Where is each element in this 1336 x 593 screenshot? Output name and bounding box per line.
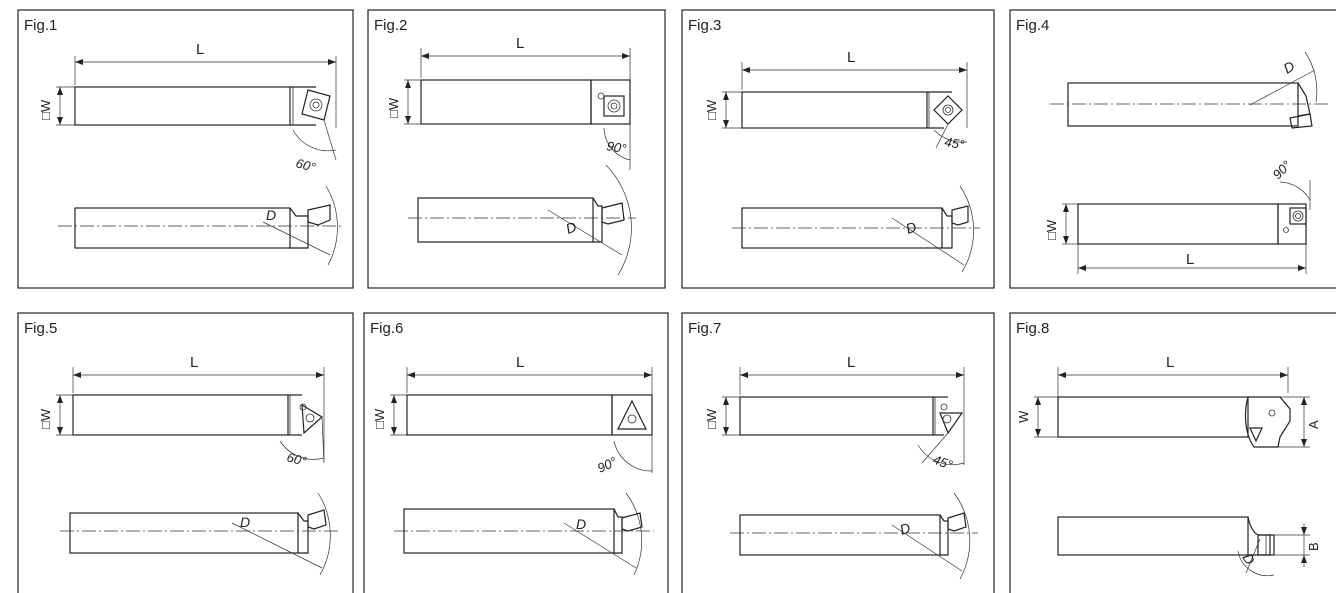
insert-square (603, 95, 625, 117)
width-symbol: □W (386, 97, 401, 118)
fig-7-panel: Fig.7 L □W 45° D (681, 312, 995, 593)
fig-label: Fig.4 (1016, 17, 1049, 34)
fig-1-panel: Fig.1 L □W 60° D (17, 9, 354, 289)
shank-body (1057, 396, 1249, 438)
shank-body (74, 86, 291, 126)
shank-side (69, 512, 299, 554)
fig-3-panel: Fig.3 L □W 45° D (681, 9, 995, 289)
insert-side (951, 205, 969, 226)
width-symbol: □W (704, 99, 719, 120)
insert-side (1289, 113, 1313, 129)
angle-label: 60° (294, 155, 317, 175)
diameter-symbol: D (240, 514, 250, 530)
angle-label: 45° (931, 452, 955, 473)
fig-5-panel: Fig.5 L □W 60° D (17, 312, 354, 593)
shank-body (741, 91, 928, 129)
shank-body (72, 394, 289, 436)
insert-triangle (1249, 427, 1263, 443)
width-symbol: □W (372, 408, 387, 429)
width-symbol: □W (38, 99, 53, 120)
length-symbol: L (516, 354, 524, 371)
fig-frame (17, 312, 354, 593)
fig-6-panel: Fig.6 L □W 90° D (363, 312, 669, 593)
width-symbol: W (1016, 410, 1031, 423)
diameter-symbol: D (576, 516, 586, 532)
shank-side (739, 514, 941, 556)
shank-side (417, 197, 594, 243)
width-symbol: □W (1044, 219, 1059, 240)
fig-frame (363, 312, 669, 593)
insert-triangle (617, 399, 647, 430)
thickness-symbol: B (1306, 542, 1321, 551)
width-symbol: □W (38, 408, 53, 429)
length-symbol: L (1166, 354, 1174, 371)
shank-side (1067, 82, 1299, 127)
shank-body (739, 396, 934, 436)
insert-triangle (939, 412, 964, 435)
angle-label: 60° (285, 449, 308, 469)
boring-head (1244, 396, 1291, 448)
length-symbol: L (847, 354, 855, 371)
height-symbol: A (1306, 420, 1321, 429)
length-symbol: L (847, 49, 855, 66)
fig-frame (1009, 312, 1336, 593)
angle-label: 90° (605, 138, 627, 156)
fig-frame (681, 312, 995, 593)
fig-2-panel: Fig.2 L □W 90° D (367, 9, 666, 289)
length-symbol: L (1186, 251, 1194, 268)
fig-label: Fig.3 (688, 17, 721, 34)
fig-4-panel: Fig.4 D 90° □W L (1009, 9, 1336, 289)
insert-rhombic (933, 95, 963, 125)
shank-side (74, 207, 291, 249)
fig-label: Fig.8 (1016, 320, 1049, 337)
diameter-symbol: D (266, 207, 276, 223)
insert-triangle (301, 403, 324, 435)
fig-8-panel: Fig.8 L W A B D (1009, 312, 1336, 593)
fig-frame (17, 9, 354, 289)
insert-side (307, 509, 327, 530)
insert-side (947, 512, 967, 532)
fig-label: Fig.2 (374, 17, 407, 34)
length-symbol: L (196, 41, 204, 58)
fig-label: Fig.1 (24, 17, 57, 34)
width-symbol: □W (704, 408, 719, 429)
fig-label: Fig.6 (370, 320, 403, 337)
fig-label: Fig.5 (24, 320, 57, 337)
fig-label: Fig.7 (688, 320, 721, 337)
insert-side (601, 202, 625, 225)
insert-square (1289, 207, 1307, 225)
length-symbol: L (516, 35, 524, 52)
fig-frame (1009, 9, 1336, 289)
insert-side (307, 204, 331, 226)
length-symbol: L (190, 354, 198, 371)
shank-side (1057, 516, 1249, 556)
angle-label: 45° (943, 134, 965, 152)
